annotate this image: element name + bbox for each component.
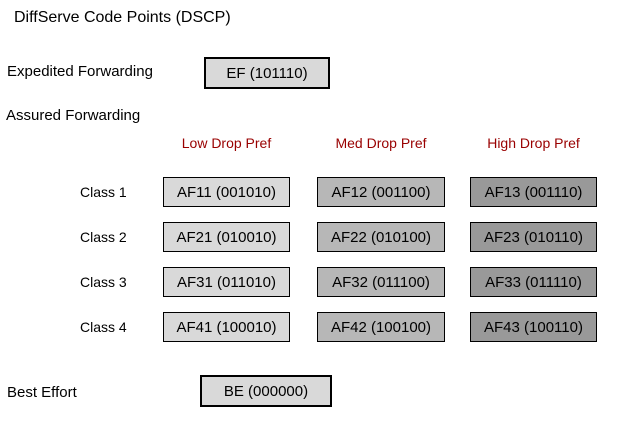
column-header-high-drop-pref: High Drop Pref xyxy=(487,135,580,151)
class-4-label: Class 4 xyxy=(80,319,127,335)
af11-code-box: AF11 (001010) xyxy=(163,177,290,207)
class-2-label: Class 2 xyxy=(80,229,127,245)
page-title: DiffServe Code Points (DSCP) xyxy=(14,9,231,26)
af32-code-box: AF32 (011100) xyxy=(317,267,445,297)
column-header-med-drop-pref: Med Drop Pref xyxy=(335,135,427,151)
af13-code-box: AF13 (001110) xyxy=(470,177,597,207)
assured-forwarding-label: Assured Forwarding xyxy=(6,107,141,124)
af41-code-box: AF41 (100010) xyxy=(163,312,290,342)
class-3-label: Class 3 xyxy=(80,274,127,290)
af42-code-box: AF42 (100100) xyxy=(317,312,445,342)
af31-code-box: AF31 (011010) xyxy=(163,267,290,297)
expedited-forwarding-label: Expedited Forwarding xyxy=(7,63,153,80)
ef-code-box: EF (101110) xyxy=(204,57,330,89)
af33-code-box: AF33 (011110) xyxy=(470,267,597,297)
af21-code-box: AF21 (010010) xyxy=(163,222,290,252)
af43-code-box: AF43 (100110) xyxy=(470,312,597,342)
best-effort-label: Best Effort xyxy=(7,384,77,401)
column-header-low-drop-pref: Low Drop Pref xyxy=(181,135,272,151)
class-1-label: Class 1 xyxy=(80,184,127,200)
af12-code-box: AF12 (001100) xyxy=(317,177,445,207)
af22-code-box: AF22 (010100) xyxy=(317,222,445,252)
af23-code-box: AF23 (010110) xyxy=(470,222,597,252)
be-code-box: BE (000000) xyxy=(200,375,332,407)
